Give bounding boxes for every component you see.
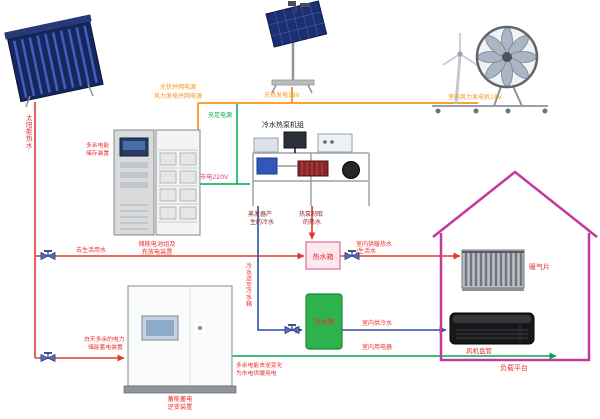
label-indoor-heat-2: /生活水 [356,247,376,255]
label-hp-hot-2: 的热水 [303,218,321,226]
house-walls [439,233,591,362]
pv-panel [265,0,328,94]
hot-tank-label: 热水箱 [313,252,334,261]
valve-icon [284,324,300,335]
label-bus-line2: 风力发电并网电源 [154,92,202,100]
label-battery-caption-2: 充放电装置 [142,248,173,256]
bench-frame [252,152,370,206]
label-inverter-caption-2: 逆变装置 [168,403,193,411]
fan-coil-grille [456,329,528,339]
radiator-fins [464,252,523,286]
diagram-labels: 太阳能热水 多余电能 储存装置 光伏并网电源 风力发电并网电源 光热发电18V … [26,83,550,411]
house-outline [432,170,598,362]
bench-blue-unit [256,157,278,175]
bench-monitor [283,131,307,149]
pv-base-leg [271,84,277,94]
radiator-body [461,249,525,289]
turbine-tower [454,55,462,105]
fan-hub [502,52,512,62]
cold-tank-box [305,293,343,350]
wind-base-casters [435,108,548,114]
turbine-hub [457,51,463,57]
label-fan-coil: 风机盘管 [466,346,493,355]
label-battery-caption-1: 储能电池组及 [138,240,175,248]
cabinet-right-shelves [158,149,198,223]
inverter-button [198,326,202,330]
cabinet-left-panel [120,182,148,188]
collector-tubes [12,25,98,98]
label-excess-store-2: 储存装置 [86,149,109,157]
radiator [461,249,525,291]
pv-sensor [300,3,309,7]
bench-instrument-box [253,137,279,153]
cabinet-left-screen [123,141,145,150]
solar-collector [4,14,104,108]
label-wind-caption: 室内风力发电机18V [448,93,503,101]
cold-water-tank: 冷水箱 [305,293,343,350]
bench-compressor [342,161,360,179]
inverter-base [123,385,237,394]
bench-dial [323,140,327,144]
collector-leg [87,83,94,97]
wind-generator [432,25,548,114]
cabinet-right-modules [159,152,197,220]
pv-sensor [288,1,296,6]
valve-icon [40,250,56,261]
label-indoor-heat-1: 室内供暖热水 [356,240,392,248]
collector-header [4,14,92,40]
label-load-platform: 负载平台 [500,363,528,372]
hot-tank-box [305,241,341,270]
label-cold-to-tank: 冷水送至冷水箱 [246,262,252,308]
label-inverter-caption-1: 蓄能蓄电 [168,395,193,403]
label-invert-use-1: 多余电能去逆变化 [236,361,283,369]
cabinet-left-vents [120,204,148,230]
label-day-excess-1: 白天多余的电力 [84,335,125,343]
fan-coil-unit [449,312,535,345]
fan-stand-leg [493,83,503,107]
fan-stand-leg [511,83,523,107]
pv-base [271,79,315,86]
house-roof [432,170,598,238]
valve-icon [40,352,56,363]
fan-coil-top [453,315,531,323]
pv-grid-lines [268,3,324,45]
label-to-domestic: 去生活用水 [76,246,106,254]
radiator-shadow [462,288,524,291]
cabinet-left-panel [120,162,148,168]
label-indoor-cold: 室内供冷水 [362,319,392,327]
label-hp-hot-1: 热泵制取 [299,210,323,218]
label-radiator: 暖气片 [529,262,550,271]
label-heat-pump-title: 冷水热泵机组 [262,120,304,129]
label-evap-2: 生的冷水 [250,218,274,226]
heat-pump-bench [252,131,370,206]
bench-control-box [317,133,353,153]
label-bus-line1: 光伏并网电源 [160,83,196,91]
label-charge-power: 充足电源 [208,111,232,119]
bench-dial [330,140,334,144]
turbine-blades [442,33,478,66]
bench-condenser-coil [297,160,329,177]
bench-coil-fins [301,162,323,175]
pv-base-leg [307,84,313,94]
label-pv-caption: 光热发电18V [264,91,301,99]
label-invert-use-2: 为市电供暖用电 [236,369,277,377]
cold-tank-label: 冷水箱 [314,317,335,326]
label-indoor-power: 室内用电器 [362,343,392,351]
cabinet-left-panel [120,172,148,178]
battery-cabinets [113,129,201,236]
inverter-cabinet [123,285,237,394]
label-evap-1: 蒸发器产 [248,210,272,218]
hot-water-tank: 热水箱 [305,241,341,270]
collector-leg [25,95,31,108]
label-day-excess-2: 储能蓄电装置 [88,343,123,351]
label-excess-store-1: 多余电能 [86,141,109,149]
label-solar-hot-water: 太阳能热水 [26,113,33,149]
inverter-screen [146,320,174,336]
label-mains-220v: 市电220V [200,173,229,181]
